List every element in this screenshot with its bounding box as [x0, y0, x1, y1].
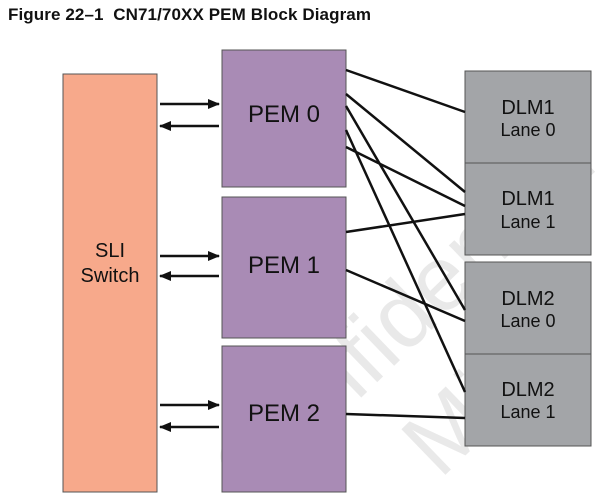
dlm-lane-label-2-line1: DLM2 [501, 288, 554, 310]
link-pem0-dlm1-lane0-b [345, 93, 466, 193]
switch-pem-arrows [159, 99, 220, 432]
dlm-lane-label-3-line2: Lane 1 [500, 402, 555, 422]
dlm-lane-label-3-line1: DLM2 [501, 379, 554, 401]
dlm-lane-box-3 [464, 353, 592, 447]
pem-box-1 [221, 196, 347, 339]
dlm-lane-label-0-line2: Lane 0 [500, 120, 555, 140]
figure-title: CN71/70XX PEM Block Diagram [113, 5, 372, 24]
sli-switch-box [62, 73, 158, 493]
dlm-lane-box-1 [464, 162, 592, 256]
pem-label-0: PEM 0 [248, 101, 320, 128]
link-pem1-dlm1-lane1 [345, 212, 466, 234]
dlm-lane-box-0 [464, 70, 592, 164]
figure-number: Figure 22–1 [8, 5, 104, 24]
pem-block-1: PEM 1 [221, 196, 347, 339]
figure-caption: Figure 22–1 CN71/70XX PEM Block Diagram [8, 5, 371, 25]
pem-label-1: PEM 1 [248, 252, 320, 279]
link-pem0-dlm1-lane1 [344, 105, 467, 311]
link-pem0-dlm1-lane0-a [345, 68, 466, 114]
dlm-lane-label-1-line2: Lane 1 [500, 212, 555, 232]
pem-lane-connections [344, 68, 467, 420]
dlm-lane-label-1-line1: DLM1 [501, 188, 554, 210]
dlm-lane-block-1: DLM1 Lane 1 [464, 162, 592, 256]
link-pem2-dlm2-lane1 [345, 412, 466, 420]
dlm-lane-block-2: DLM2 Lane 0 [464, 261, 592, 355]
pem-label-2: PEM 2 [248, 400, 320, 427]
sli-switch-label-line1: SLI [95, 240, 125, 262]
sli-switch-block: SLI Switch [62, 73, 158, 493]
pem-box-0 [221, 49, 347, 188]
dlm-lane-label-2-line2: Lane 0 [500, 311, 555, 331]
dlm-lane-block-0: DLM1 Lane 0 [464, 70, 592, 164]
pem-block-2: PEM 2 [221, 345, 347, 493]
link-pem0-dlm2-lane0 [344, 129, 467, 393]
sli-switch-label-line2: Switch [81, 265, 140, 287]
dlm-lane-block-3: DLM2 Lane 1 [464, 353, 592, 447]
link-pem1-dlm2-lane0 [345, 268, 466, 323]
pem-block-0: PEM 0 [221, 49, 347, 188]
link-pem0-dlm2-lane1 [345, 145, 466, 208]
dlm-lane-box-2 [464, 261, 592, 355]
dlm-lane-label-0-line1: DLM1 [501, 97, 554, 119]
pem-box-2 [221, 345, 347, 493]
